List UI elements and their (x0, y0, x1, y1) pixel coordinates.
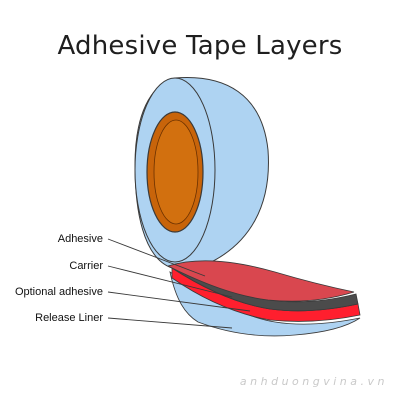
leader-line-adhesive (107, 238, 206, 277)
label-optional-adhesive: Optional adhesive (15, 286, 103, 298)
label-release-liner: Release Liner (35, 312, 103, 324)
leader-line-optional-adhesive (107, 291, 251, 312)
adhesive-strip (166, 260, 355, 302)
leader-line-release-liner (107, 317, 233, 329)
diagram-title: Adhesive Tape Layers (57, 31, 343, 61)
leader-line-carrier (107, 265, 233, 298)
label-carrier: Carrier (69, 260, 103, 272)
label-adhesive: Adhesive (58, 233, 103, 245)
tape-roll-core-inner (153, 119, 199, 225)
watermark-text: anhduongvina.vn (239, 375, 388, 388)
